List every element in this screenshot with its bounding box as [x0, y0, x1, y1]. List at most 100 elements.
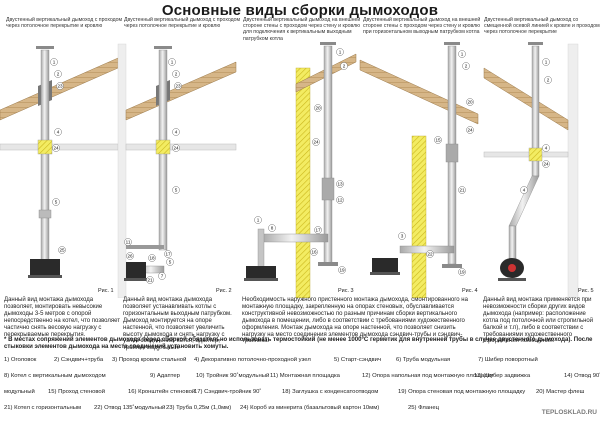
description-1: Данный вид монтажа дымохода позволяет, м… — [4, 297, 121, 338]
callout-d4-3: 20 — [466, 98, 474, 106]
svg-text:1: 1 — [257, 218, 260, 223]
column-header-3: Двустенный вертикальный дымоход на внешн… — [243, 17, 361, 42]
column-header-5: Двустенный вертикальный дымоход со смеще… — [484, 17, 600, 36]
svg-text:17: 17 — [165, 252, 171, 257]
svg-text:4: 4 — [545, 146, 548, 151]
legend-item: 12) Опора напольная под монтажную площад… — [362, 373, 494, 379]
legend-item: 16) Кронштейн стеновой — [128, 389, 196, 395]
diagram-5 — [483, 42, 579, 298]
svg-text:24: 24 — [173, 146, 179, 151]
column-header-4: Двустенный вертикальный дымоход на внешн… — [363, 17, 481, 36]
offset-pipe — [508, 175, 540, 227]
callout-d2-7: 11 — [124, 238, 132, 246]
svg-text:3: 3 — [401, 234, 404, 239]
chimney-diagrams: 1223424525122342451117185262171220241312… — [0, 42, 594, 298]
watermark: TEPLOSKLAD.RU — [541, 409, 597, 416]
callout-d1-4: 4 — [54, 128, 62, 136]
callout-d2-9: 18 — [148, 254, 156, 262]
callout-d3-2: 2 — [340, 62, 348, 70]
callout-d2-3: 23 — [174, 82, 182, 90]
legend-item: 23) Труба 0,25м (1,0мм) — [166, 405, 232, 411]
callout-d1-2: 2 — [54, 70, 62, 78]
wall — [567, 43, 579, 298]
legend-item: 11) Монтажная площадка — [270, 373, 340, 379]
callout-d2-8: 17 — [164, 250, 172, 258]
svg-text:5: 5 — [55, 200, 58, 205]
svg-text:24: 24 — [53, 146, 59, 151]
svg-text:2: 2 — [465, 64, 468, 69]
svg-text:5: 5 — [169, 260, 172, 265]
callout-d3-10: 16 — [310, 248, 318, 256]
callout-d2-5: 24 — [172, 144, 180, 152]
legend-item: 3) Проход кровли стальной — [112, 357, 187, 363]
legend-item: 20) Мастер флеш — [536, 389, 585, 395]
legend-item: 15) Проход стеновой — [48, 389, 105, 395]
svg-text:12: 12 — [337, 198, 343, 203]
callout-d3-8: 8 — [268, 224, 276, 232]
callout-d3-7: 1 — [254, 216, 262, 224]
callout-d5-3: 4 — [542, 144, 550, 152]
svg-text:7: 7 — [161, 274, 164, 279]
callout-d4-1: 1 — [458, 50, 466, 58]
svg-text:20: 20 — [467, 100, 473, 105]
svg-text:13: 13 — [337, 182, 343, 187]
svg-text:2: 2 — [175, 72, 178, 77]
svg-text:21: 21 — [147, 278, 153, 283]
callout-d1-7: 25 — [58, 246, 66, 254]
page-title: Основные виды сборки дымоходов — [161, 2, 439, 19]
legend-item: 9) Адаптер — [150, 373, 180, 379]
callout-d3-11: 19 — [338, 266, 346, 274]
svg-text:17: 17 — [315, 228, 321, 233]
svg-text:1: 1 — [461, 52, 464, 57]
callout-d5-1: 1 — [542, 58, 550, 66]
figure-caption-4: Рис. 4 — [462, 288, 478, 294]
chimney-pipe — [40, 49, 50, 263]
callout-d4-6: 21 — [458, 186, 466, 194]
diagram-4 — [359, 42, 479, 298]
callout-d2-13: 7 — [158, 272, 166, 280]
callout-d2-2: 2 — [172, 70, 180, 78]
svg-text:8: 8 — [271, 226, 274, 231]
boiler — [246, 266, 276, 278]
chimney-cap — [528, 42, 543, 45]
svg-text:22: 22 — [427, 252, 433, 257]
callout-d2-10: 5 — [166, 258, 174, 266]
boiler — [372, 258, 398, 272]
callout-d2-6: 5 — [172, 186, 180, 194]
svg-text:23: 23 — [57, 84, 63, 89]
legend-item: 2) Сэндвич+труба — [54, 357, 104, 363]
insulated-wall — [411, 135, 427, 298]
svg-text:16: 16 — [311, 250, 317, 255]
svg-text:4: 4 — [57, 130, 60, 135]
svg-text:2: 2 — [57, 72, 60, 77]
figure-caption-5: Рис. 5 — [578, 288, 594, 294]
svg-text:2: 2 — [343, 64, 346, 69]
svg-text:15: 15 — [435, 138, 441, 143]
legend-item: 6) Труба модульная — [396, 357, 451, 363]
roof-slope — [359, 59, 479, 125]
legend-item: 7) Шибер поворотный — [478, 357, 538, 363]
legend-item: 5) Старт-сэндвич — [334, 357, 382, 363]
callout-d1-5: 24 — [52, 144, 60, 152]
ceiling-slab — [125, 143, 237, 151]
legend-item: 21) Котел с горизонтальным — [4, 405, 82, 411]
chimney-pipe — [323, 45, 333, 265]
callout-d4-2: 2 — [462, 62, 470, 70]
roof-slope — [125, 61, 237, 121]
figure-caption-2: Рис. 2 — [216, 288, 232, 294]
legend-item: 13) Шибер задвижка — [474, 373, 531, 379]
legend-item: 22) Отвод 135˚модульный — [94, 405, 166, 411]
ceiling-slab — [483, 151, 569, 158]
chimney-cap — [444, 42, 460, 45]
svg-text:19: 19 — [459, 270, 465, 275]
legend-item: 25) Фланец — [408, 405, 440, 411]
callout-d4-7: 3 — [398, 232, 406, 240]
diagram-3 — [244, 42, 357, 298]
description-2: Данный вид монтажа дымохода позволяет ус… — [123, 297, 232, 352]
callout-d1-6: 5 — [52, 198, 60, 206]
callout-d3-3: 20 — [314, 104, 322, 112]
wall-pass-pipe — [261, 233, 329, 243]
svg-text:5: 5 — [175, 188, 178, 193]
description-5: Данный вид монтажа применяется при невоз… — [483, 297, 594, 345]
